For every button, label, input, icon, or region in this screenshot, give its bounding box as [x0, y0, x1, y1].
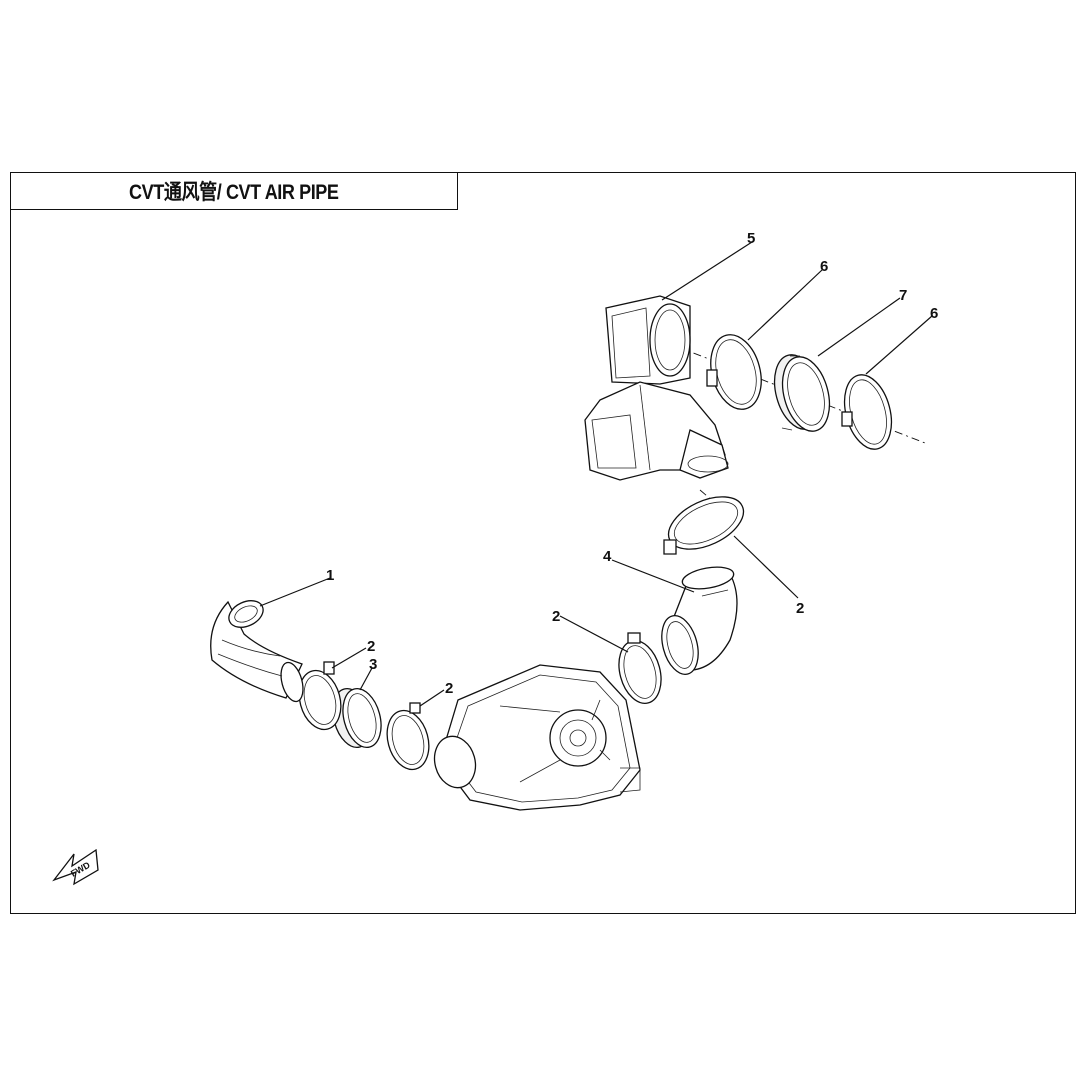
callout-6a: 6	[820, 258, 828, 275]
callout-6b: 6	[930, 305, 938, 322]
cvt-housing	[433, 664, 641, 811]
callout-5: 5	[747, 230, 755, 247]
leader-1	[259, 577, 331, 607]
callout-2a: 2	[367, 638, 375, 655]
callout-2b: 2	[445, 680, 453, 697]
part-2-clamp-elbow	[618, 632, 662, 704]
part-1-hose	[210, 600, 304, 703]
leader-6b	[865, 315, 933, 375]
callout-2d: 2	[796, 600, 804, 617]
callout-4: 4	[603, 548, 612, 565]
leader-4	[611, 559, 695, 593]
page-title: CVT通风管/ CVT AIR PIPE	[129, 181, 339, 204]
fwd-arrow-icon: FWD	[52, 848, 99, 886]
leader-5	[661, 241, 753, 301]
title-box: CVT通风管/ CVT AIR PIPE	[10, 172, 458, 210]
leader-6a	[747, 269, 823, 341]
part-2-clamp-hose	[298, 661, 342, 731]
leader-2c	[559, 615, 629, 653]
part-2-clamp-left	[386, 702, 430, 771]
part-3-sleeve	[332, 688, 382, 748]
leader-7	[817, 297, 901, 357]
part-4-elbow	[661, 566, 738, 675]
leader-2a	[331, 647, 367, 669]
part-6-clamp-right	[841, 374, 893, 450]
callout-7: 7	[899, 287, 907, 304]
part-2-clamp-mid	[663, 496, 745, 555]
callout-2c: 2	[552, 608, 560, 625]
callout-3: 3	[369, 656, 377, 673]
leader-3	[359, 667, 373, 691]
diagram-frame	[10, 172, 1076, 914]
part-5-air-box	[584, 295, 729, 481]
part-7-sleeve	[773, 354, 831, 432]
leader-2d	[733, 535, 799, 599]
callout-1: 1	[326, 567, 334, 584]
part-6-clamp-upper	[706, 334, 762, 410]
leader-2b	[419, 689, 445, 707]
